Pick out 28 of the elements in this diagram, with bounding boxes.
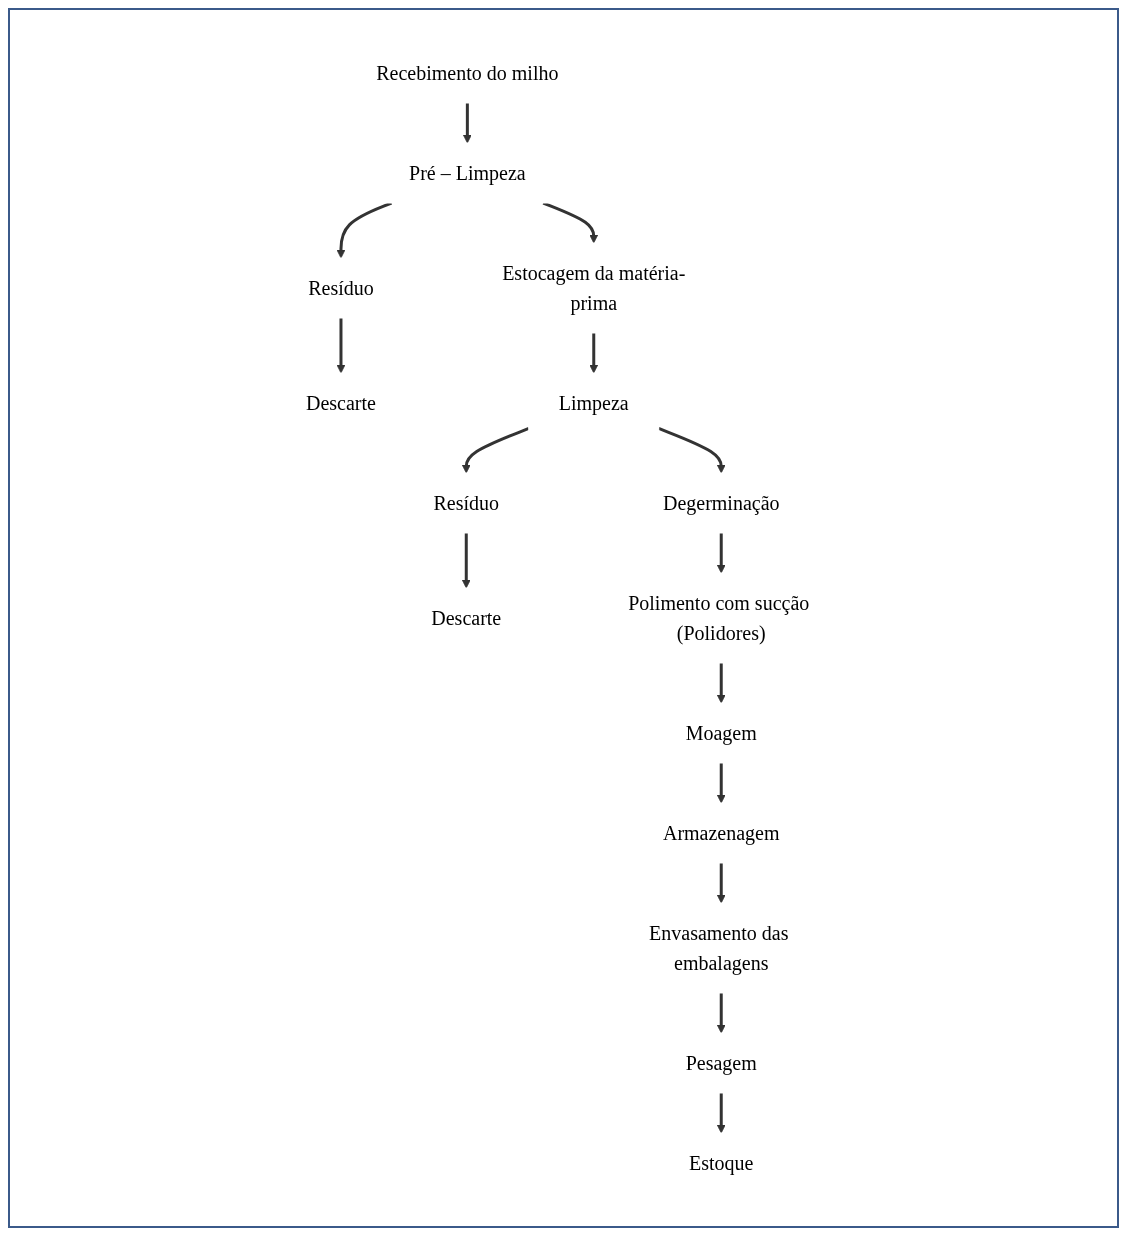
arrow — [716, 1093, 726, 1134]
node-text: Pesagem — [685, 1051, 757, 1074]
node-text: Descarte — [431, 607, 502, 629]
node-text: Armazenagem — [662, 821, 780, 844]
node-text: Resíduo — [433, 492, 499, 514]
node-text: Estoque — [688, 1151, 754, 1174]
arrow — [589, 333, 599, 374]
arrow — [336, 318, 346, 374]
node-text: Polimento com sucção (Polidores) — [628, 592, 810, 644]
node-text: Recebimento do milho — [376, 62, 559, 85]
node-text: Limpeza — [558, 392, 629, 415]
node-text: Resíduo — [308, 277, 374, 300]
node-text: Degerminação — [662, 492, 780, 514]
arrow — [658, 427, 726, 474]
arrow — [336, 201, 392, 259]
node-text: Envasamento das embalagens — [648, 921, 789, 974]
arrow — [462, 103, 472, 144]
arrow — [716, 663, 726, 704]
arrow — [716, 763, 726, 804]
arrow — [716, 863, 726, 904]
node-text: Estocagem da matéria-prima — [502, 262, 686, 315]
arrow — [716, 533, 726, 574]
node-text: Pré – Limpeza — [408, 162, 526, 185]
arrow — [461, 533, 471, 589]
node-text: Descarte — [305, 392, 376, 415]
arrow — [461, 427, 530, 474]
arrow — [716, 993, 726, 1034]
node-text: Moagem — [685, 722, 757, 744]
